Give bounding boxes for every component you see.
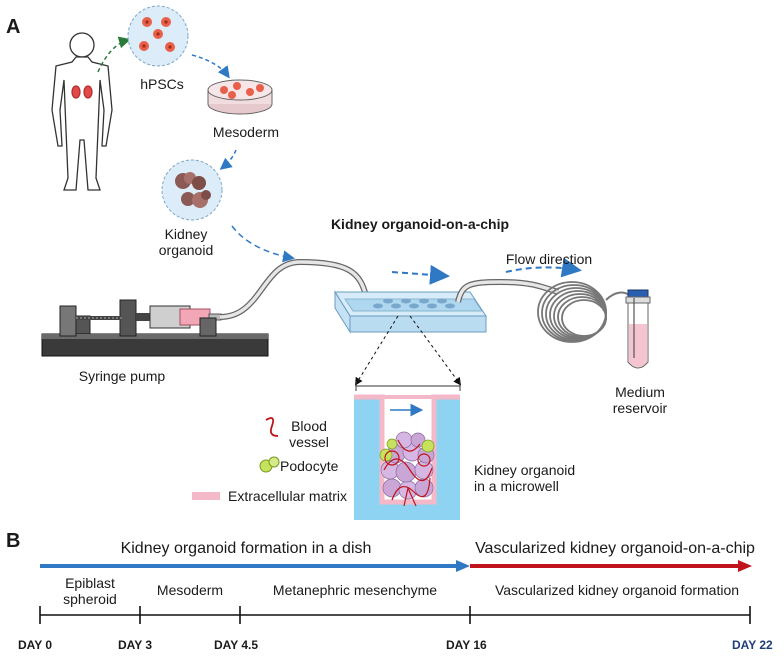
day-22-label: DAY 22 [732, 638, 773, 652]
legend-blood-vessel-icon [265, 417, 279, 437]
hpsc-label: hPSCs [140, 76, 184, 92]
legend-ecm-label: Extracellular matrix [228, 488, 348, 504]
tubing-coil-icon [537, 281, 607, 343]
blood-vessels-in-well [383, 439, 433, 507]
medium-reservoir-label: Medium reservoir [600, 384, 680, 416]
zoom-line-right [409, 315, 462, 386]
day-3-label: DAY 3 [118, 638, 153, 652]
chip-flow-arrow [391, 264, 450, 285]
kidney-organoid-label-line1: Kidney [164, 226, 208, 242]
organoid-in-well [379, 431, 435, 500]
syringe-pump-icon [41, 299, 269, 357]
day-16-label: DAY 16 [446, 638, 487, 652]
stage-mesoderm: Mesoderm [156, 582, 224, 598]
flow-direction-arrow [505, 257, 582, 278]
kidney-organoid-label: Kidney organoid [146, 226, 226, 258]
petri-dish-icon [207, 79, 273, 115]
legend-blood-vessel-line2: vessel [289, 434, 329, 451]
microfluidic-chip-icon [334, 290, 487, 334]
chip-title: Kidney organoid-on-a-chip [330, 216, 510, 232]
human-to-hpsc-arrow [97, 36, 131, 73]
hpsc-to-dish-arrow [191, 54, 230, 79]
flow-direction-label: Flow direction [505, 251, 593, 267]
medium-reservoir-label-line2: reservoir [612, 400, 668, 417]
stage-metanephric-mesenchyme: Metanephric mesenchyme [272, 582, 438, 598]
stage-epiblast-line2: spheroid [63, 591, 117, 608]
microwell-label-line1: Kidney organoid [474, 462, 576, 478]
day-0-label: DAY 0 [18, 638, 53, 652]
legend-blood-vessel-label: Blood vessel [282, 418, 336, 450]
kidney-organoid-label-line2: organoid [158, 242, 214, 259]
phase2-label: Vascularized kidney organoid-on-a-chip [475, 540, 755, 557]
syringe-pump-label: Syringe pump [78, 368, 166, 384]
kidney-organoid-icon [161, 159, 223, 221]
legend-ecm-swatch [192, 492, 220, 500]
medium-reservoir-label-line1: Medium [615, 384, 665, 400]
legend-blood-vessel-line1: Blood [291, 418, 327, 434]
organoid-to-chip-arrow [231, 225, 295, 263]
panel-b-label: B [6, 530, 21, 552]
microwell-label-line2: in a microwell [474, 478, 559, 495]
hpsc-cells-icon [127, 5, 189, 67]
human-body-icon [51, 32, 113, 191]
stage-epiblast-spheroid: Epiblast spheroid [50, 575, 130, 607]
stage-vascularized-formation: Vascularized kidney organoid formation [494, 582, 740, 598]
legend-podocyte-icon [259, 456, 280, 473]
day-4-5-label: DAY 4.5 [214, 638, 259, 652]
dish-to-organoid-arrow [219, 149, 237, 170]
medium-reservoir-icon [625, 289, 651, 369]
mesoderm-label: Mesoderm [212, 124, 280, 140]
phase1-label: Kidney organoid formation in a dish [120, 540, 372, 557]
legend-podocyte-label: Podocyte [280, 458, 339, 474]
stage-epiblast-line1: Epiblast [65, 575, 115, 591]
microwell-cross-section [354, 394, 460, 520]
microwell-label: Kidney organoid in a microwell [474, 462, 614, 494]
zoom-line-left [354, 315, 399, 386]
panel-a-label: A [6, 16, 21, 38]
